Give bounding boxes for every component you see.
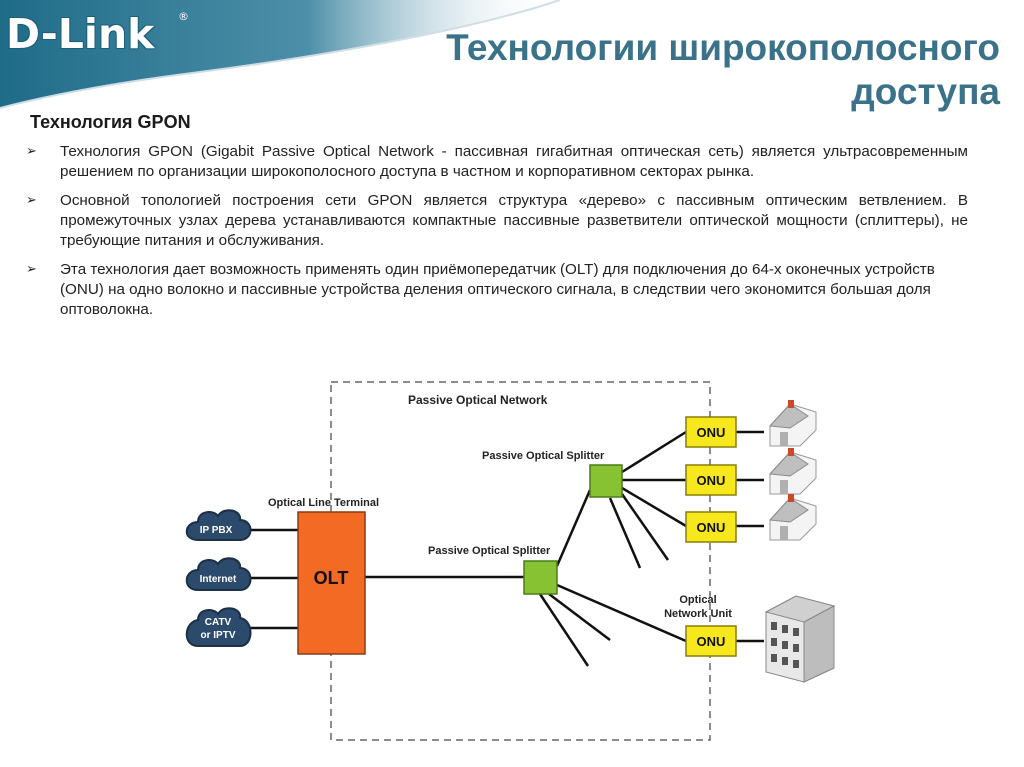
svg-text:ONU: ONU — [697, 473, 726, 488]
section-title: Технология GPON — [30, 112, 191, 132]
splitter-caption-secondary: Passive Optical Splitter — [482, 450, 605, 462]
cloud-internet: Internet — [185, 557, 252, 591]
cloud-label: or IPTV — [200, 630, 235, 641]
onu-2: ONU — [685, 464, 737, 496]
bullet-list: ➢Технология GPON (Gigabit Passive Optica… — [26, 142, 968, 329]
dlink-logo: D-Link — [6, 10, 155, 58]
page-title: Технологии широкополосного доступа — [446, 27, 1000, 112]
cloud-catv-iptv: CATV or IPTV — [185, 607, 252, 647]
svg-text:ONU: ONU — [697, 520, 726, 535]
cloud-label: IP PBX — [200, 525, 233, 536]
gpon-diagram: Passive Optical Network IP PBX Internet … — [185, 381, 836, 741]
fiber-lines — [245, 430, 764, 667]
olt-caption: Optical Line Terminal — [268, 497, 379, 509]
onu-1: ONU — [685, 416, 737, 448]
registered-mark: ® — [178, 10, 189, 23]
pon-boundary — [330, 381, 711, 741]
olt-text: OLT — [314, 568, 349, 588]
splitter-secondary — [589, 464, 623, 498]
house-icon — [768, 494, 817, 541]
onu-3: ONU — [685, 511, 737, 543]
bullet-item: ➢Эта технология дает возможность применя… — [26, 261, 935, 318]
arrow-bullet-icon: ➢ — [26, 262, 37, 277]
onu-caption: Network Unit — [664, 608, 732, 620]
arrow-bullet-icon: ➢ — [26, 144, 37, 159]
cloud-label: CATV — [205, 617, 232, 628]
onu-caption: Optical — [679, 594, 716, 606]
bullet-item: ➢Основной топологией построения сети GPO… — [26, 192, 968, 249]
arrow-bullet-icon: ➢ — [26, 193, 37, 208]
office-building-icon — [764, 595, 836, 683]
cloud-ip-pbx: IP PBX — [185, 509, 252, 541]
splitter-caption-main: Passive Optical Splitter — [428, 545, 551, 557]
cloud-label: Internet — [200, 574, 237, 585]
house-icon — [768, 400, 817, 447]
svg-text:ONU: ONU — [697, 634, 726, 649]
olt-box — [297, 511, 366, 655]
header-band — [0, 0, 561, 109]
pon-label: Passive Optical Network — [408, 393, 548, 407]
bullet-item: ➢Технология GPON (Gigabit Passive Optica… — [26, 143, 968, 180]
splitter-main — [523, 560, 558, 595]
house-icon — [768, 448, 817, 495]
svg-text:ONU: ONU — [697, 425, 726, 440]
onu-4: ONU — [685, 625, 737, 657]
